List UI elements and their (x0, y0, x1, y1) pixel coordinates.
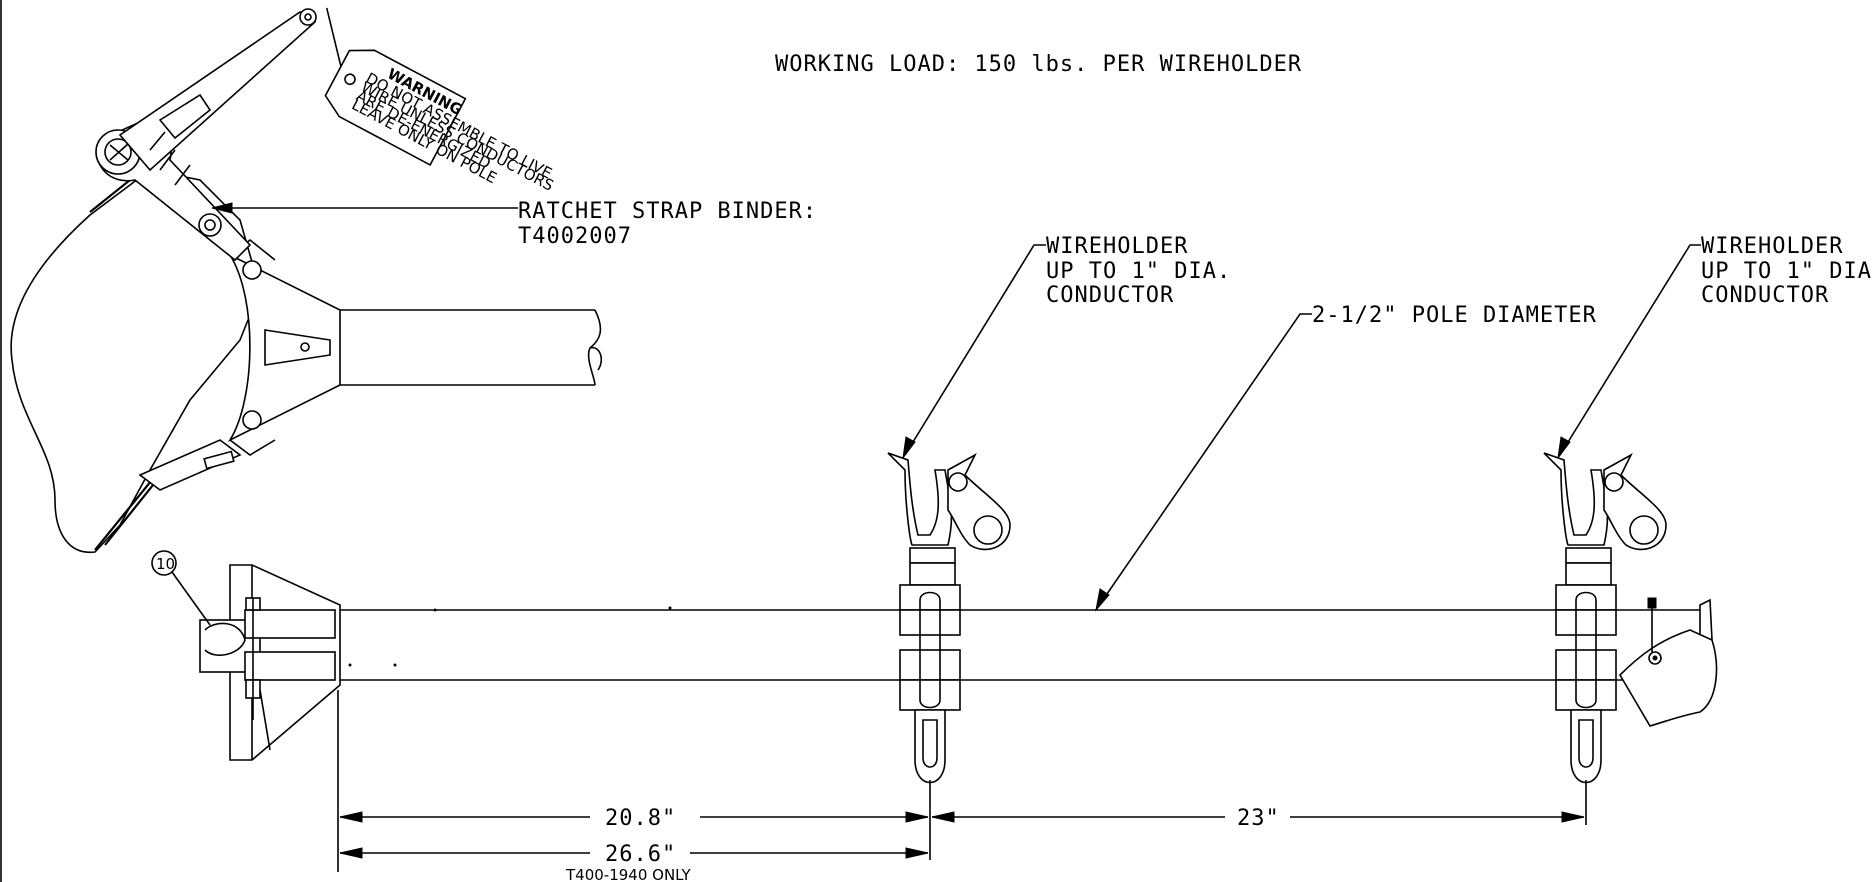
pole-end-strap (1618, 597, 1718, 727)
warning-tag: WARNING DO NOT ASSEMBLE TO LIVE WIRE UNL… (324, 7, 557, 195)
wireholder-left-leader (902, 244, 1046, 459)
ratchet-label-line1: RATCHET STRAP BINDER: (518, 199, 817, 224)
dimension-23: 23" (1237, 806, 1280, 831)
wireholder-right-label-2: UP TO 1" DIA. (1701, 259, 1875, 284)
ratchet-leader (211, 202, 518, 214)
end-cap-fitting (199, 564, 341, 761)
dimension-lines (337, 690, 1587, 872)
wireholder-left (887, 452, 1011, 805)
ratchet-strap-binder (10, 8, 602, 554)
wireholder-left-label-2: UP TO 1" DIA. (1046, 259, 1231, 284)
working-load-title: WORKING LOAD: 150 lbs. PER WIREHOLDER (775, 52, 1302, 77)
part-callout-10 (151, 550, 211, 626)
dimension-26-6-note: T400-1940 ONLY (565, 866, 692, 882)
dimension-20-8: 20.8" (605, 806, 676, 831)
ratchet-label-line2: T4002007 (518, 224, 632, 249)
wireholder-right-leader (1557, 244, 1701, 459)
pole-diameter-leader (1095, 313, 1312, 612)
main-pole (340, 606, 1700, 681)
callout-number: 10 (156, 555, 175, 573)
wireholder-right-label-3: CONDUCTOR (1701, 283, 1829, 308)
wireholder-right (1543, 452, 1667, 805)
wireholder-left-label-1: WIREHOLDER (1046, 234, 1188, 259)
pole-diameter-label: 2-1/2" POLE DIAMETER (1312, 303, 1597, 328)
wireholder-right-label-1: WIREHOLDER (1701, 234, 1843, 259)
wireholder-left-label-3: CONDUCTOR (1046, 283, 1174, 308)
dimension-26-6: 26.6" (605, 842, 676, 867)
